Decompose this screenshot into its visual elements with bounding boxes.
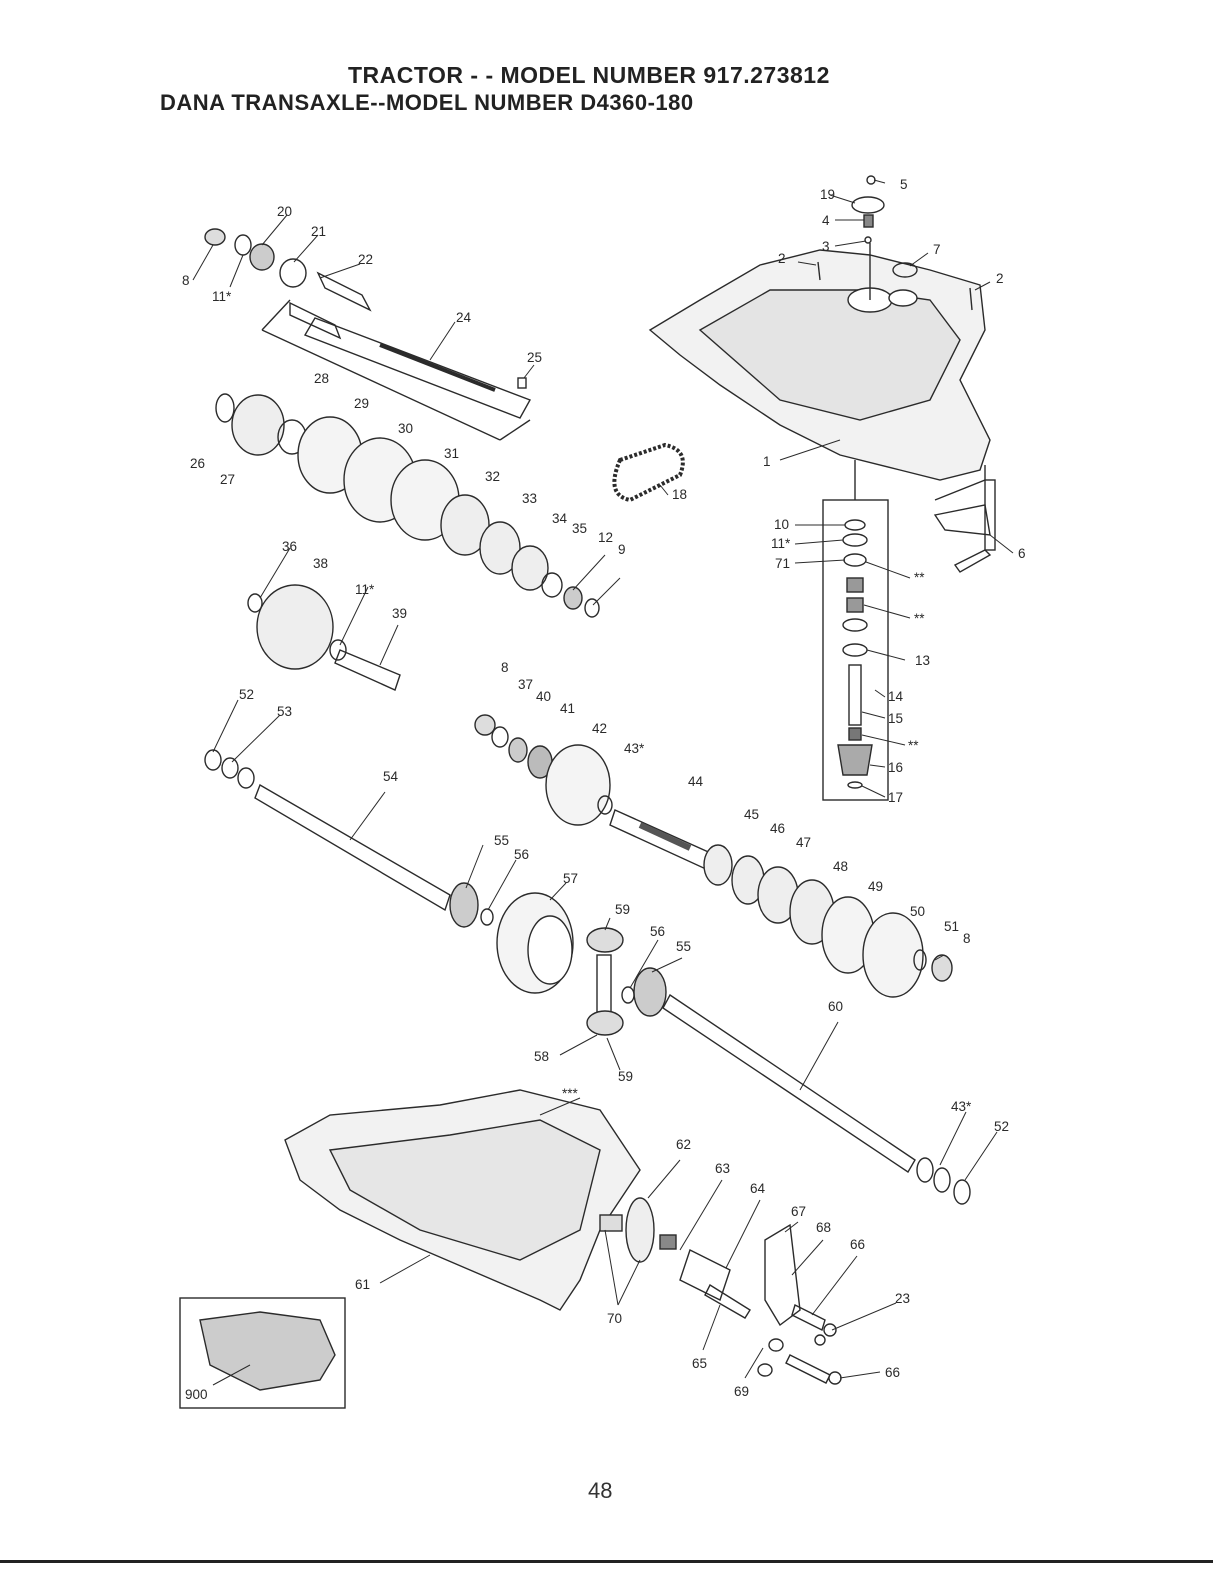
upper-shaft <box>303 317 532 419</box>
part-label-20: 20 <box>277 204 293 219</box>
part-label-54: 54 <box>383 769 399 784</box>
part-label-60: 60 <box>828 999 844 1014</box>
part-label-16: 16 <box>888 760 904 775</box>
part-label-66a: 66 <box>850 1237 866 1252</box>
part-label-49: 49 <box>868 879 884 894</box>
part-label-37: 37 <box>518 677 534 692</box>
part-label-double-star-c: ** <box>908 738 919 753</box>
part-label-69: 69 <box>734 1384 750 1399</box>
part-label-19: 19 <box>820 187 836 202</box>
part-label-65: 65 <box>692 1356 708 1371</box>
part-label-43b: 43* <box>951 1099 972 1114</box>
part-label-22: 22 <box>358 252 374 267</box>
part-label-23: 23 <box>895 1291 911 1306</box>
part-label-26: 26 <box>190 456 206 471</box>
part-label-double-star-a: ** <box>914 570 925 585</box>
part-label-11c: 11* <box>771 536 791 551</box>
part-label-31: 31 <box>444 446 460 461</box>
part-label-43a: 43* <box>624 741 645 756</box>
part-label-52b: 52 <box>994 1119 1010 1134</box>
part-label-45: 45 <box>744 807 760 822</box>
diagram-title-transaxle: DANA TRANSAXLE--MODEL NUMBER D4360-180 <box>160 90 694 115</box>
part-label-13: 13 <box>915 653 931 668</box>
part-label-34: 34 <box>552 511 568 526</box>
part-label-38: 38 <box>313 556 329 571</box>
part-label-39: 39 <box>392 606 408 621</box>
part-label-56a: 56 <box>514 847 530 862</box>
part-label-44: 44 <box>688 774 704 789</box>
part-label-63: 63 <box>715 1161 731 1176</box>
part-label-10: 10 <box>774 517 790 532</box>
part-label-8a: 8 <box>182 273 190 288</box>
part-label-11b: 11* <box>355 582 375 597</box>
part-label-3: 3 <box>822 239 830 254</box>
part-label-41: 41 <box>560 701 576 716</box>
part-label-triple-star: *** <box>562 1086 578 1101</box>
part-label-36: 36 <box>282 539 298 554</box>
part-label-double-star-b: ** <box>914 611 925 626</box>
part-label-61: 61 <box>355 1277 371 1292</box>
part-label-53: 53 <box>277 704 293 719</box>
part-label-32: 32 <box>485 469 501 484</box>
countershaft <box>609 809 716 871</box>
part-label-58: 58 <box>534 1049 550 1064</box>
part-label-21: 21 <box>311 224 327 239</box>
part-label-67: 67 <box>791 1204 807 1219</box>
part-label-62: 62 <box>676 1137 692 1152</box>
page-bottom-rule <box>0 1560 1213 1563</box>
part-label-55b: 55 <box>676 939 692 954</box>
part-label-24: 24 <box>456 310 472 325</box>
part-label-30: 30 <box>398 421 414 436</box>
axle-shaft-left <box>254 783 451 912</box>
diagram-title-tractor: TRACTOR - - MODEL NUMBER 917.273812 <box>348 62 830 88</box>
part-label-2b: 2 <box>996 271 1004 286</box>
part-label-11a: 11* <box>212 289 232 304</box>
part-label-25: 25 <box>527 350 543 365</box>
axle-shaft-right <box>662 993 916 1173</box>
part-label-56b: 56 <box>650 924 666 939</box>
part-label-51: 51 <box>944 919 960 934</box>
part-label-59b: 59 <box>618 1069 634 1084</box>
part-label-29: 29 <box>354 396 370 411</box>
part-label-18: 18 <box>672 487 688 502</box>
part-label-8c: 8 <box>963 931 971 946</box>
part-label-66b: 66 <box>885 1365 901 1380</box>
part-label-42: 42 <box>592 721 608 736</box>
part-label-15: 15 <box>888 711 904 726</box>
part-label-57: 57 <box>563 871 579 886</box>
part-label-6: 6 <box>1018 546 1026 561</box>
part-label-70: 70 <box>607 1311 623 1326</box>
part-label-47: 47 <box>796 835 812 850</box>
part-label-5: 5 <box>900 177 908 192</box>
part-label-17: 17 <box>888 790 904 805</box>
part-label-12: 12 <box>598 530 614 545</box>
part-label-33: 33 <box>522 491 538 506</box>
part-label-68: 68 <box>816 1220 832 1235</box>
part-label-9: 9 <box>618 542 626 557</box>
part-label-27: 27 <box>220 472 236 487</box>
part-label-28: 28 <box>314 371 330 386</box>
part-label-8b: 8 <box>501 660 509 675</box>
part-label-1: 1 <box>763 454 771 469</box>
part-label-46: 46 <box>770 821 786 836</box>
part-label-71: 71 <box>775 556 791 571</box>
part-label-50: 50 <box>910 904 926 919</box>
part-label-7: 7 <box>933 242 941 257</box>
part-label-55a: 55 <box>494 833 510 848</box>
part-label-4: 4 <box>822 213 830 228</box>
part-label-40: 40 <box>536 689 552 704</box>
part-label-59a: 59 <box>615 902 631 917</box>
drive-chain <box>612 442 685 503</box>
part-label-2a: 2 <box>778 251 786 266</box>
part-label-35: 35 <box>572 521 588 536</box>
part-label-14: 14 <box>888 689 904 704</box>
part-label-64: 64 <box>750 1181 766 1196</box>
part-label-48: 48 <box>833 859 849 874</box>
part-label-900: 900 <box>185 1387 208 1402</box>
part-label-52a: 52 <box>239 687 255 702</box>
page-number: 48 <box>588 1478 613 1503</box>
